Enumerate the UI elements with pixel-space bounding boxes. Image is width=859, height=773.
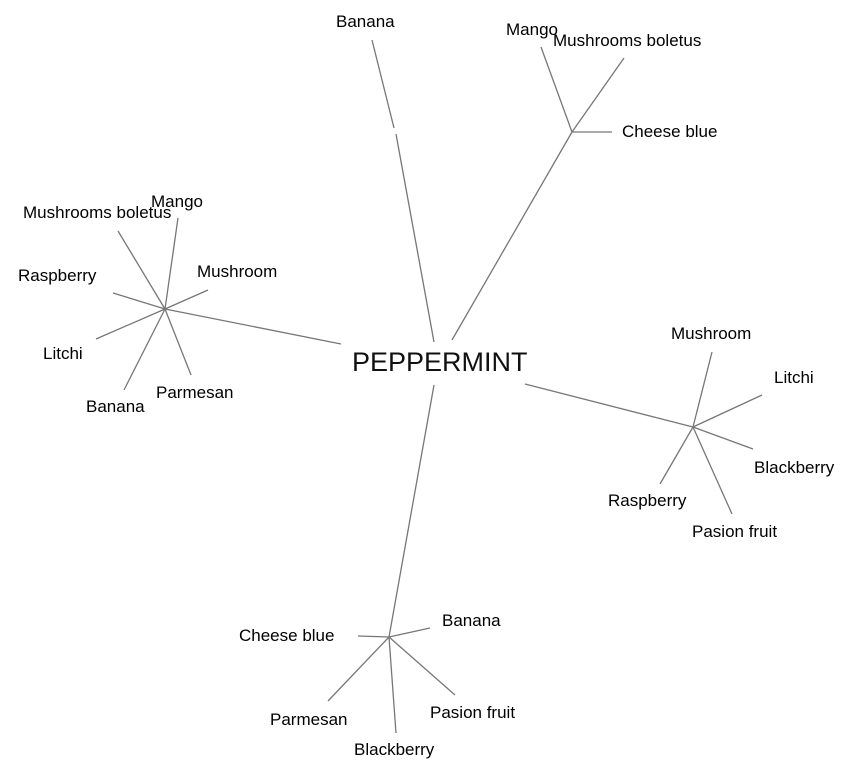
leaf-label: Pasion fruit [692,522,777,541]
edge [164,308,192,376]
edge [371,39,395,129]
edge [164,289,209,310]
root-node-label: PEPPERMINT [352,347,528,377]
edge [659,426,694,485]
edge [540,46,573,133]
edge [571,57,625,133]
leaf-label: Litchi [43,344,83,363]
leaf-label: Mango [506,20,558,39]
leaf-label: Raspberry [608,491,687,510]
edge [123,308,166,391]
leaf-label: Mushroom [671,324,751,343]
edge [388,636,397,734]
branch-left: Mushrooms boletus Mango Raspberry Mushro… [18,192,342,416]
edge [327,636,390,702]
leaf-label: Banana [336,12,395,31]
branch-bottom: Cheese blue Banana Parmesan Pasion fruit… [239,384,515,759]
leaf-label: Mushrooms boletus [553,31,701,50]
leaf-label: Blackberry [354,740,435,759]
leaf-label: Mushrooms boletus [23,203,171,222]
edge [388,384,435,638]
edge [164,217,179,310]
edge [692,351,713,428]
leaf-label: Parmesan [156,383,233,402]
edge [692,426,754,450]
edge [95,308,166,340]
leaf-label: Litchi [774,368,814,387]
branch-right: Mushroom Litchi Blackberry Raspberry Pas… [524,324,835,541]
edge [388,636,456,696]
leaf-label: Mango [151,192,203,211]
edge [692,394,763,428]
leaf-label: Blackberry [754,458,835,477]
leaf-label: Pasion fruit [430,703,515,722]
leaf-label: Mushroom [197,262,277,281]
edge [524,383,694,428]
edge [388,627,431,638]
leaf-label: Banana [442,611,501,630]
edge [117,230,166,310]
branch-top: Banana [336,12,435,343]
edge [164,308,342,345]
edge [692,426,733,515]
leaf-label: Banana [86,397,145,416]
branch-top-right: Mango Mushrooms boletus Cheese blue [451,20,717,341]
edge [395,133,435,343]
edge [357,635,390,638]
leaf-label: Cheese blue [239,626,334,645]
leaf-label: Parmesan [270,710,347,729]
leaf-label: Cheese blue [622,122,717,141]
leaf-label: Raspberry [18,266,97,285]
edge [112,292,166,310]
edge [451,131,573,341]
